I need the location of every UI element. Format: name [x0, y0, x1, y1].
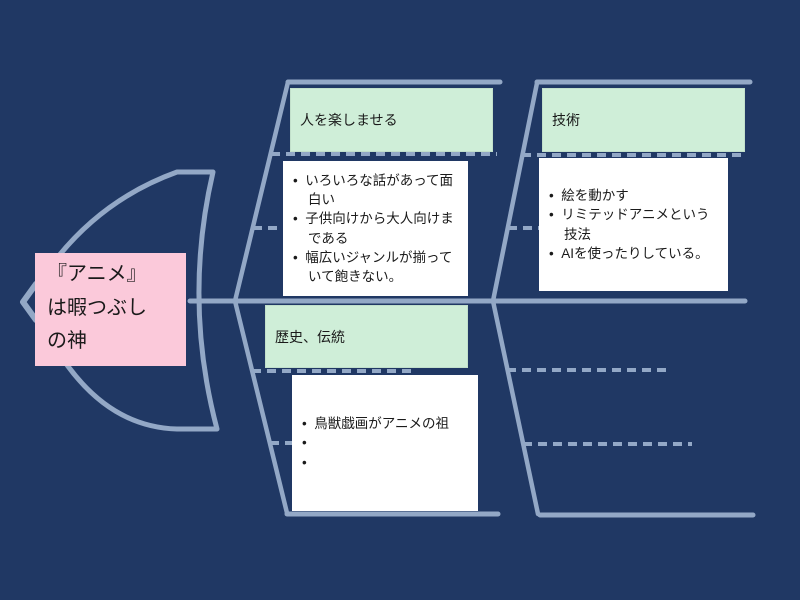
bone-top-left-diagonal: [232, 79, 291, 304]
bullet-item: [302, 433, 472, 452]
category-label: 人を楽しませる: [300, 112, 398, 128]
category-label: 歴史、伝統: [275, 328, 345, 345]
bullet-item: [302, 453, 472, 472]
bone-bottom-left-diagonal: [232, 298, 290, 516]
note-box-history[interactable]: 鳥獣戯画がアニメの祖: [292, 375, 478, 511]
note-list: いろいろな話があって面白い子供向けから大人向けまである幅広いジャンルが揃っていて…: [293, 171, 462, 286]
bullet-item: いろいろな話があって面白い: [293, 171, 462, 209]
note-box-entertain[interactable]: いろいろな話があって面白い子供向けから大人向けまである幅広いジャンルが揃っていて…: [283, 161, 468, 296]
bullet-item: 鳥獣戯画がアニメの祖: [302, 414, 472, 433]
head-effect-box[interactable]: 『アニメ』 は暇つぶし の神: [35, 253, 186, 366]
category-box-history[interactable]: 歴史、伝統: [265, 305, 468, 368]
note-list: 鳥獣戯画がアニメの祖: [302, 414, 472, 471]
bullet-item: 子供向けから大人向けまである: [293, 209, 462, 247]
fish-mouth-chevron-icon: [20, 281, 39, 323]
bullet-item: リミテッドアニメという技法: [549, 205, 722, 243]
note-list: 絵を動かすリミテッドアニメという技法AIを使ったりしている。: [549, 186, 722, 263]
note-box-technology[interactable]: 絵を動かすリミテッドアニメという技法AIを使ったりしている。: [539, 158, 728, 291]
bone-top-right-diagonal: [490, 80, 540, 304]
bullet-item: 幅広いジャンルが揃っていて飽きない。: [293, 248, 462, 286]
bone-bottom-right-diagonal: [490, 298, 541, 517]
category-label: 技術: [552, 112, 580, 128]
bullet-item: 絵を動かす: [549, 186, 722, 205]
bullet-item: AIを使ったりしている。: [549, 244, 722, 263]
category-box-technology[interactable]: 技術: [542, 88, 745, 152]
category-box-entertain[interactable]: 人を楽しませる: [290, 88, 493, 152]
